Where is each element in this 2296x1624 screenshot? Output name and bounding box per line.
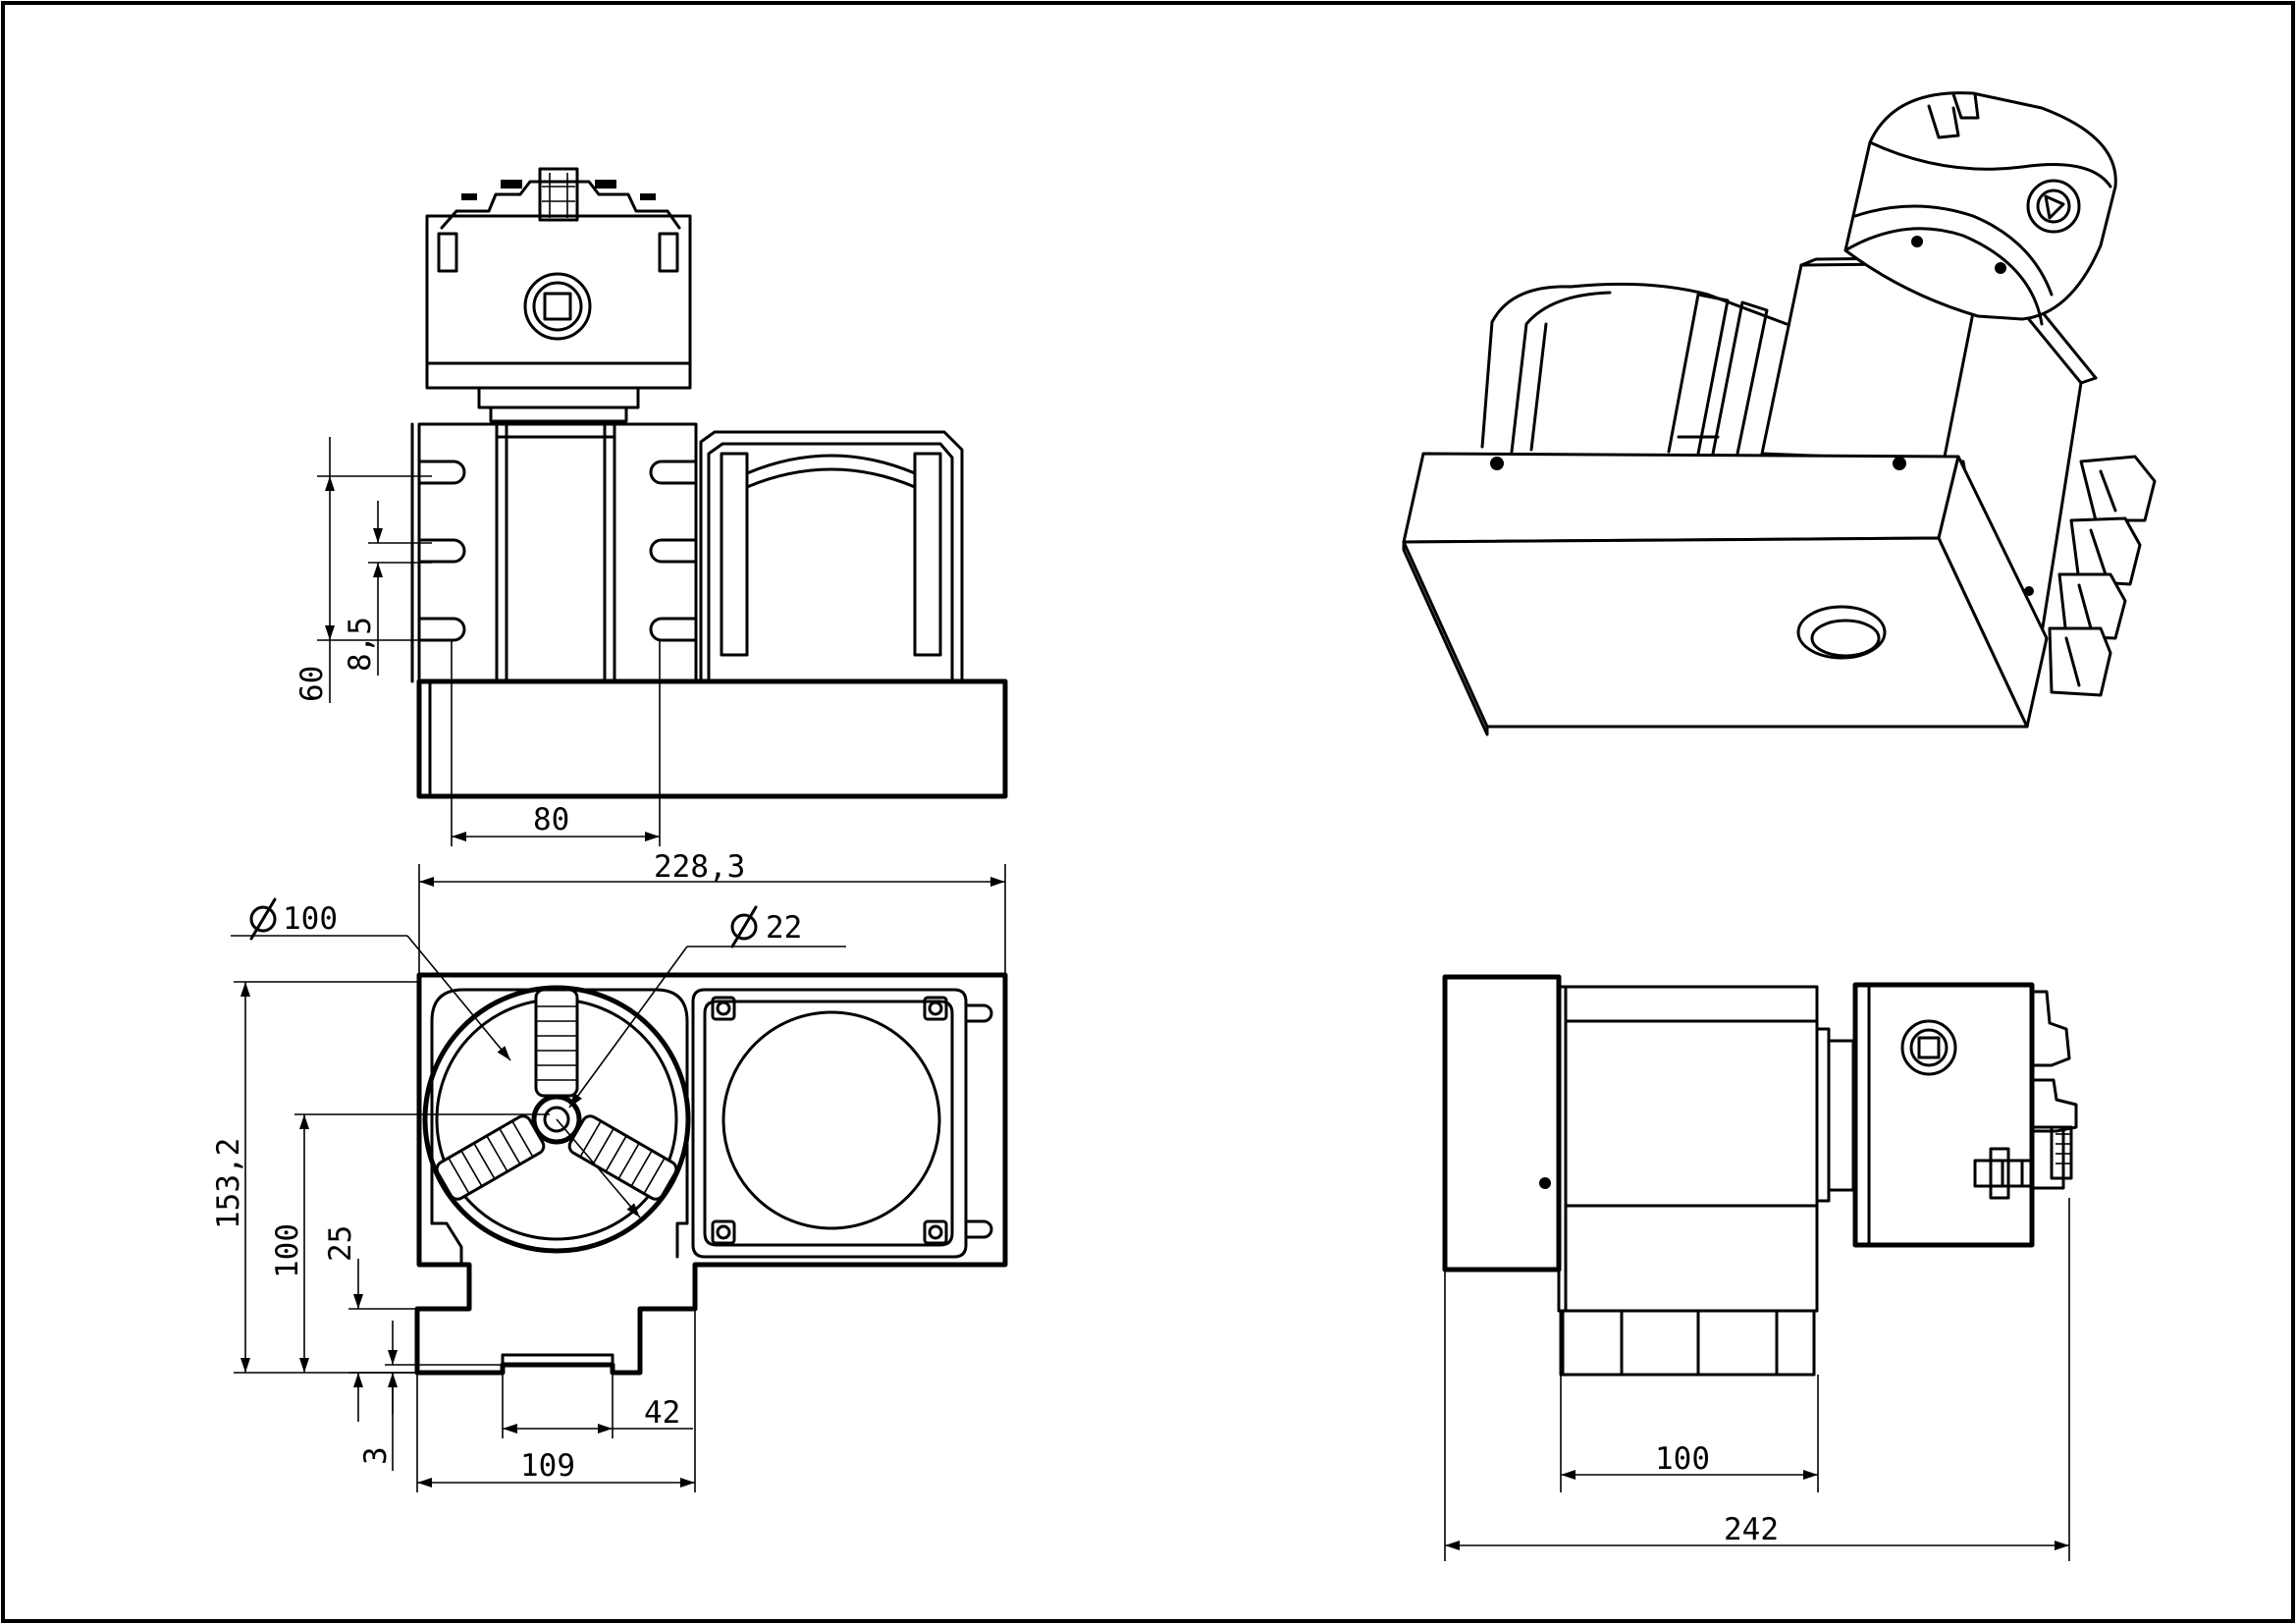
side-view-fins (1559, 1309, 1816, 1377)
side-view-base-block (1442, 974, 1562, 1272)
dim-front-height: 60 (294, 666, 330, 702)
dim-foot-height: 25 (323, 1225, 358, 1262)
iso-mount-hole (1796, 605, 1887, 660)
dim-chuck-diameter: 100 (283, 901, 338, 937)
front-view-dimensions: 60 8,5 80 (294, 437, 661, 846)
dim-motor-length: 100 (1655, 1441, 1710, 1477)
side-view-motor (1557, 985, 1819, 1313)
isometric-view (1402, 91, 2157, 736)
iso-motor (1480, 282, 1789, 456)
side-view-chuck (1852, 982, 2078, 1248)
iso-side-jaws (2048, 455, 2157, 697)
dim-front-slot: 8,5 (343, 617, 378, 672)
top-view-dimensions: 228,3 100 22 153,2 100 25 (211, 849, 1006, 1492)
iso-base (1402, 452, 2049, 736)
dim-center-height: 100 (270, 1223, 305, 1278)
dim-foot-gap: 3 (358, 1446, 394, 1465)
top-view-motor-mount (691, 988, 993, 1259)
chuck-key-socket (523, 272, 592, 341)
front-view-bracket (699, 430, 964, 683)
dim-foot-width: 109 (520, 1448, 575, 1484)
side-view (1442, 974, 2078, 1377)
front-view (410, 167, 1008, 799)
dim-front-width: 80 (533, 802, 569, 838)
diameter-symbol (730, 905, 758, 948)
dim-overall-length: 242 (1724, 1512, 1779, 1547)
dim-overall-height: 153,2 (211, 1138, 246, 1229)
dim-overall-width: 228,3 (654, 849, 745, 885)
front-view-base (416, 678, 1008, 799)
dim-bore-diameter: 22 (766, 910, 802, 946)
dim-slot-width: 42 (644, 1395, 680, 1431)
front-view-housing (410, 422, 698, 683)
chuck-jaw (534, 988, 579, 1098)
top-view-chuck (422, 985, 691, 1254)
diameter-symbol (249, 897, 277, 941)
iso-chuck (1843, 91, 2117, 326)
chuck-jaw (567, 1114, 678, 1201)
top-view (414, 972, 1008, 1376)
side-view-dimensions: 100 242 (1444, 1198, 2070, 1561)
chuck-jaw (435, 1114, 546, 1201)
front-view-chuck (425, 167, 692, 423)
